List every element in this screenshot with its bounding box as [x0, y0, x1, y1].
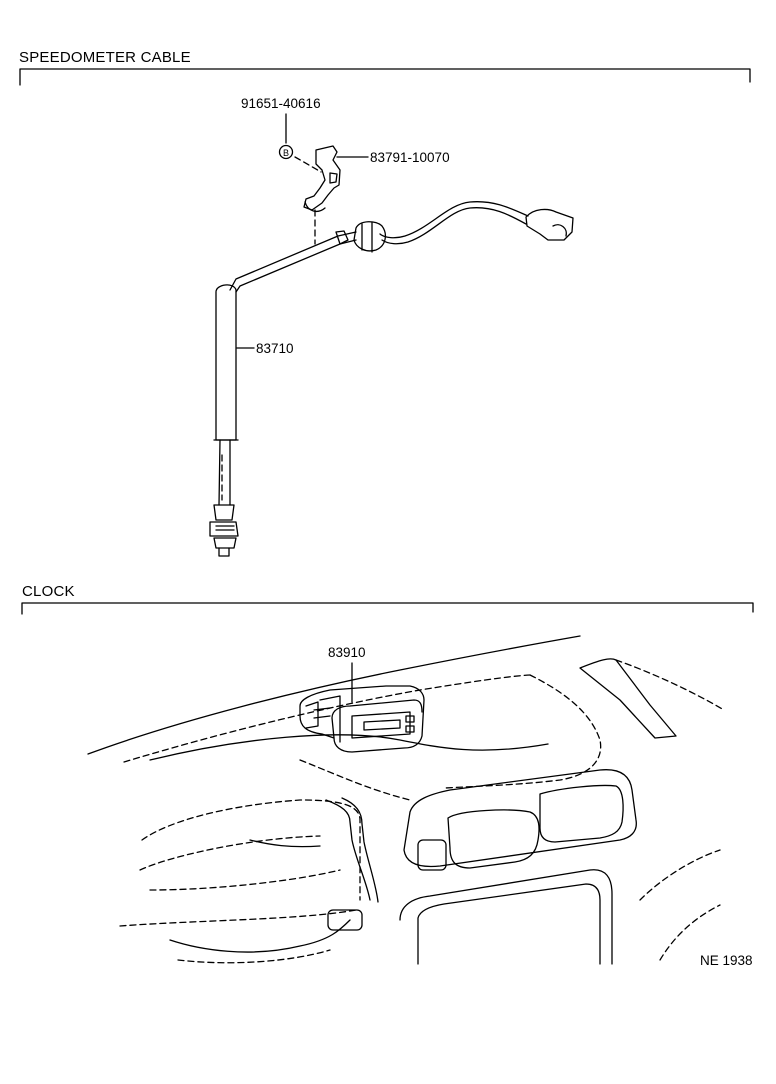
part-label-clamp: 83791-10070: [370, 150, 450, 165]
figure-code: NE 1938: [700, 953, 753, 968]
bolt-icon: B: [278, 144, 294, 160]
part-label-clock: 83910: [328, 645, 366, 660]
dashboard-outline: [87, 635, 725, 965]
clamp-bracket-icon: [303, 145, 341, 213]
speedometer-cable-icon: [209, 201, 574, 557]
section-title-speedometer-cable: SPEEDOMETER CABLE: [19, 49, 191, 66]
bolt-marker-letter: B: [283, 148, 289, 158]
clock-section-bracket: [21, 602, 754, 615]
section-title-clock: CLOCK: [22, 583, 75, 600]
part-label-cable: 83710: [256, 341, 294, 356]
speedometer-section-bracket: [19, 68, 751, 86]
part-label-bolt: 91651-40616: [241, 96, 321, 111]
clock-unit-icon: [299, 685, 425, 753]
